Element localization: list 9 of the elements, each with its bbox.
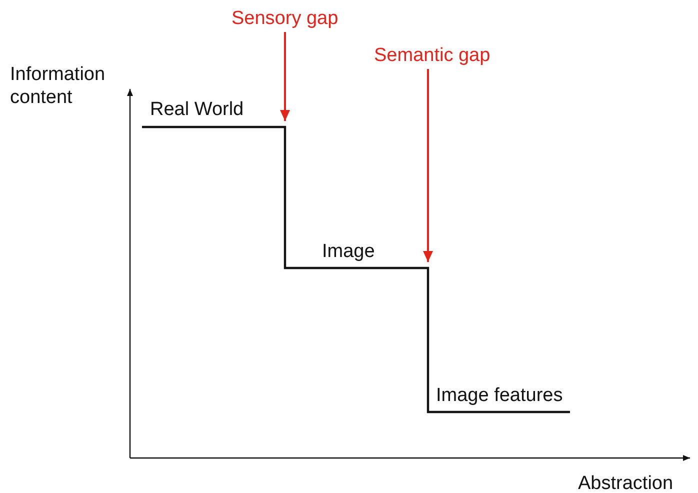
axis-title: Abstraction (578, 473, 674, 493)
step-label: Image (322, 241, 375, 264)
axis-title: Information content (10, 64, 106, 110)
gap-label: Semantic gap (374, 45, 490, 68)
step-label: Real World (150, 99, 244, 122)
arrow (280, 32, 290, 121)
step-label: Image features (436, 385, 563, 408)
arrow (423, 69, 433, 262)
gap-label: Sensory gap (232, 8, 338, 31)
